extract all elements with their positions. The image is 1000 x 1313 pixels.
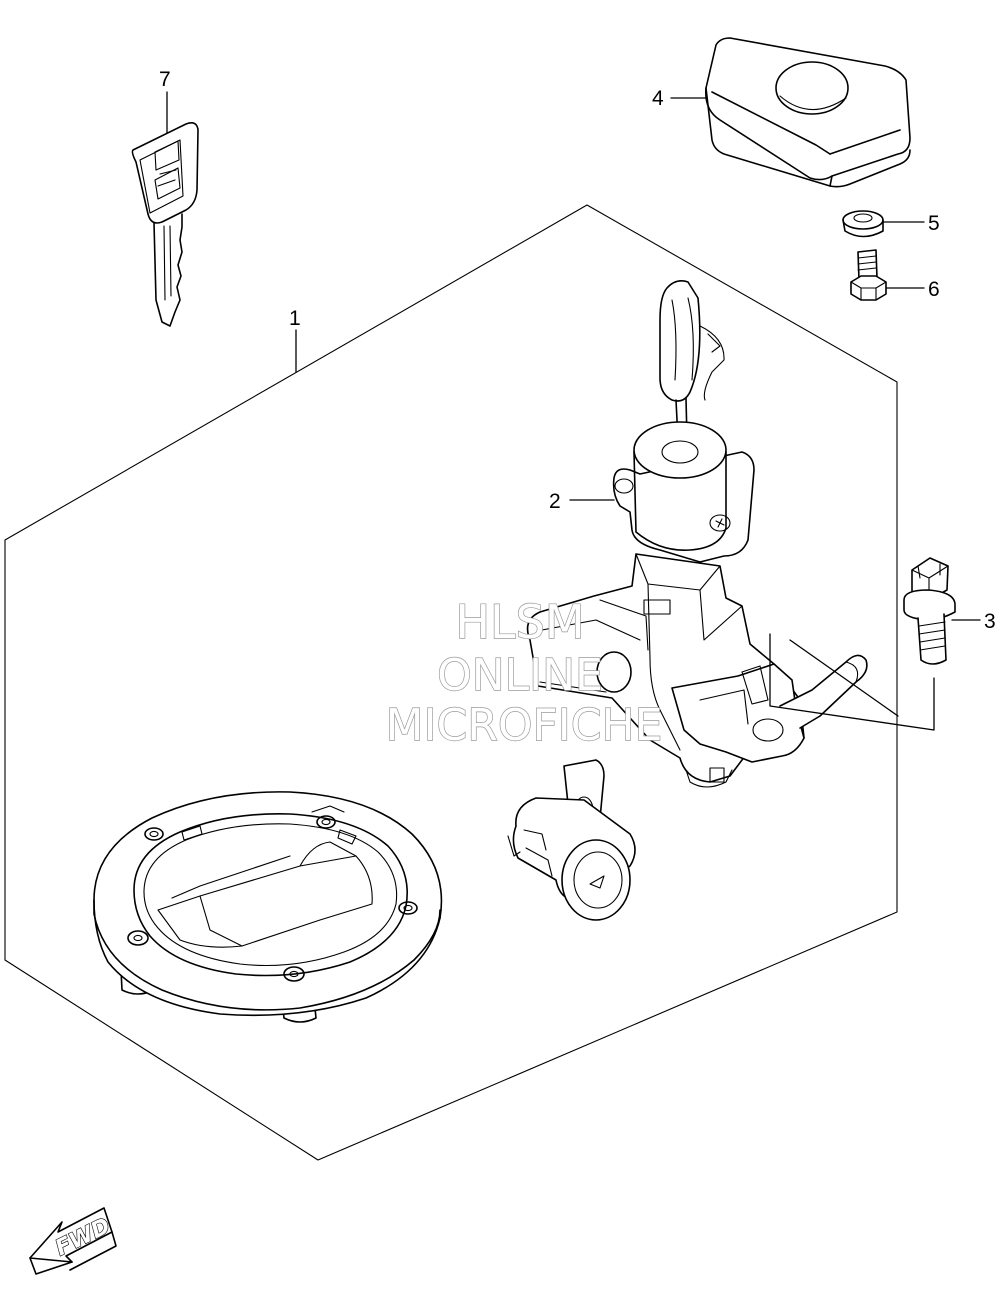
lock-cylinder-part <box>507 759 636 921</box>
bolt-part <box>903 557 956 665</box>
watermark-line-3: MICROFICHE <box>386 700 663 751</box>
ignition-switch-part <box>526 280 868 788</box>
grommet-part <box>842 210 884 238</box>
watermark-line-1: HLSM <box>455 595 584 649</box>
callout-2: 2 <box>549 490 561 513</box>
fwd-arrow-icon: FWD <box>29 1207 117 1275</box>
cover-part <box>704 37 911 188</box>
callout-3: 3 <box>984 610 996 633</box>
bolt-leader-line-2 <box>789 639 899 717</box>
key-part <box>131 122 199 327</box>
callout-1: 1 <box>289 307 301 330</box>
small-bolt-part <box>850 249 887 301</box>
fuel-cap-part <box>93 791 443 1023</box>
callout-6: 6 <box>928 278 940 301</box>
callout-5: 5 <box>928 212 940 235</box>
bolt-leader-line <box>769 633 935 731</box>
watermark: HLSM ONLINE MICROFICHE <box>385 594 663 751</box>
watermark-line-2: ONLINE <box>437 650 603 701</box>
callout-7: 7 <box>159 68 171 91</box>
callout-4: 4 <box>652 87 664 110</box>
kit-boundary <box>4 204 898 1161</box>
